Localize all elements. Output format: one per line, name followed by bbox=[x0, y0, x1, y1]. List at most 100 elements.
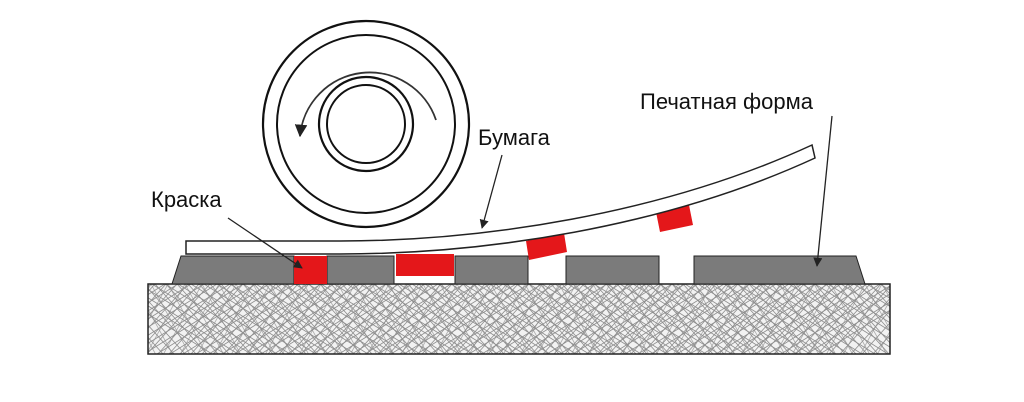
hatch-line bbox=[148, 300, 197, 354]
hatch-line bbox=[81, 284, 144, 354]
hatch-line bbox=[914, 284, 977, 354]
hatch-line bbox=[677, 284, 717, 354]
hatch-line bbox=[48, 284, 111, 354]
base-slab bbox=[1, 283, 977, 355]
hatch-line bbox=[372, 284, 486, 354]
hatch-line bbox=[148, 339, 156, 354]
hatch-line bbox=[203, 284, 317, 354]
hatch-line bbox=[564, 284, 629, 354]
hatch-line bbox=[148, 308, 173, 354]
hatch-line bbox=[148, 284, 152, 291]
hatch-line bbox=[671, 284, 736, 354]
hatch-line bbox=[524, 284, 564, 354]
cylinder-body-ring bbox=[276, 34, 456, 214]
hatch-line bbox=[320, 284, 434, 354]
hatch-line bbox=[148, 284, 205, 320]
hatch-line bbox=[707, 284, 747, 354]
hatch-line bbox=[858, 284, 890, 320]
hatch-line bbox=[626, 284, 666, 354]
cylinder-axle-outer bbox=[317, 75, 415, 173]
hatch-line bbox=[443, 284, 508, 354]
hatch-line bbox=[265, 284, 305, 354]
hatch-line bbox=[399, 284, 464, 354]
hatch-line bbox=[338, 284, 452, 354]
hatch-line bbox=[1, 284, 113, 354]
hatch-line bbox=[503, 284, 543, 354]
hatch-line bbox=[869, 284, 890, 307]
hatch-line bbox=[418, 284, 458, 354]
hatch-line bbox=[694, 284, 734, 354]
hatch-line bbox=[268, 284, 382, 354]
hatch-line bbox=[281, 284, 395, 354]
hatch-line bbox=[542, 284, 607, 354]
hatch-line bbox=[550, 284, 615, 354]
hatch-line bbox=[442, 284, 556, 354]
hatch-line bbox=[559, 284, 673, 354]
hatch-line bbox=[637, 284, 751, 354]
hatch-line bbox=[697, 284, 811, 354]
hatch-line bbox=[489, 284, 603, 354]
hatch-line bbox=[813, 284, 853, 354]
hatch-line bbox=[218, 284, 258, 354]
hatch-line bbox=[762, 284, 876, 354]
hatch-line bbox=[252, 284, 292, 354]
hatch-line bbox=[355, 284, 420, 354]
hatch-line bbox=[575, 284, 615, 354]
hatch-line bbox=[881, 284, 890, 300]
hatch-line bbox=[638, 284, 703, 354]
hatch-line bbox=[242, 284, 307, 354]
hatch-line bbox=[275, 284, 340, 354]
hatch-line bbox=[507, 284, 547, 354]
label-printing-plate: Печатная форма bbox=[640, 89, 814, 114]
hatch-line bbox=[148, 284, 156, 293]
leader-lines bbox=[227, 115, 833, 269]
hatch-line bbox=[537, 284, 577, 354]
hatch-line bbox=[819, 309, 890, 354]
hatch-line bbox=[502, 284, 616, 354]
hatch-line bbox=[779, 284, 819, 354]
hatch-line bbox=[163, 284, 203, 354]
hatch-line bbox=[429, 284, 543, 354]
hatch-line bbox=[767, 284, 881, 354]
hatch-line bbox=[316, 284, 356, 354]
hatch-line bbox=[264, 284, 329, 354]
hatch-line bbox=[490, 284, 530, 354]
hatch-line bbox=[421, 284, 486, 354]
hatch-line bbox=[814, 284, 890, 332]
hatch-line bbox=[451, 284, 516, 354]
hatch-line bbox=[866, 284, 890, 299]
hatch-line bbox=[214, 284, 254, 354]
hatch-line bbox=[148, 284, 231, 336]
hatch-line bbox=[148, 305, 226, 354]
leader-paper bbox=[479, 154, 503, 229]
hatch-line bbox=[148, 284, 192, 312]
hatch-line bbox=[337, 284, 377, 354]
hatch-line bbox=[689, 284, 803, 354]
hatch-line bbox=[609, 284, 649, 354]
hatch-line bbox=[533, 284, 647, 354]
hatch-line bbox=[70, 284, 133, 354]
hatch-line bbox=[676, 284, 790, 354]
hatch-line bbox=[775, 284, 815, 354]
leader-printing-plate bbox=[813, 115, 833, 267]
hatch-line bbox=[830, 284, 870, 354]
hatch-line bbox=[554, 284, 594, 354]
hatch-line bbox=[814, 284, 879, 354]
hatch-line bbox=[212, 284, 277, 354]
hatch-line bbox=[235, 284, 275, 354]
hatch-line bbox=[656, 284, 696, 354]
hatch-line bbox=[388, 284, 428, 354]
hatch-line bbox=[541, 284, 655, 354]
hatch-line bbox=[151, 284, 265, 354]
hatch-line bbox=[411, 284, 525, 354]
hatch-line bbox=[256, 284, 321, 354]
hatch-line bbox=[435, 284, 475, 354]
hatch-line bbox=[455, 284, 569, 354]
hatch-line bbox=[828, 285, 890, 354]
hatch-line bbox=[690, 284, 730, 354]
hatch-line bbox=[473, 284, 513, 354]
hatch-line bbox=[307, 284, 421, 354]
hatch-line bbox=[148, 313, 213, 354]
hatch-line bbox=[247, 284, 361, 354]
hatch-line bbox=[781, 284, 846, 354]
